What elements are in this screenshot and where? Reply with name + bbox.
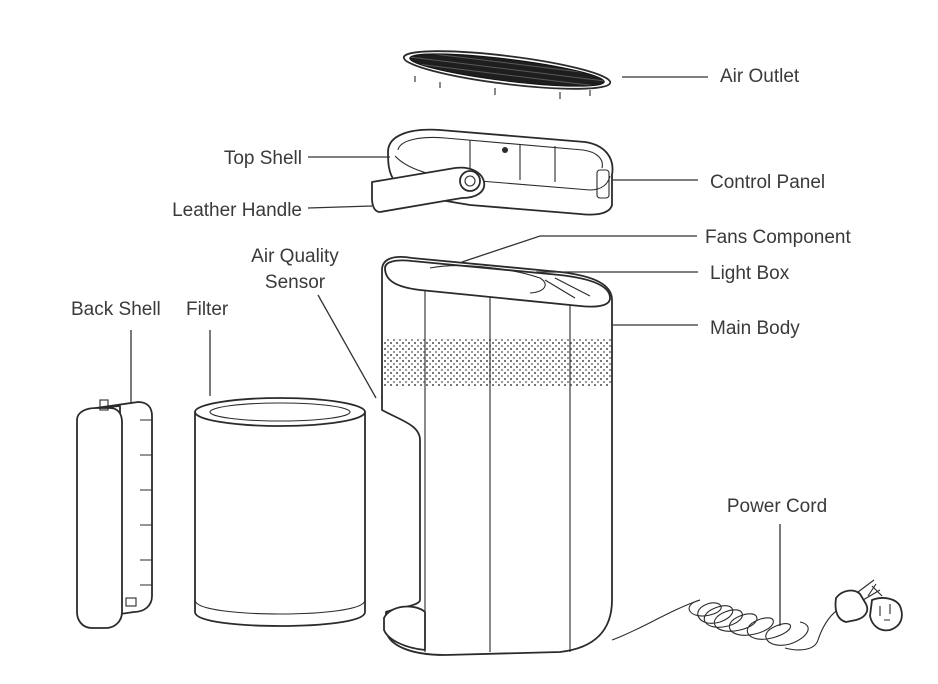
main-body-part: [381, 256, 613, 656]
label-filter: Filter: [186, 299, 229, 320]
label-back-shell: Back Shell: [71, 299, 161, 320]
label-air-quality-sensor-line2: Sensor: [265, 272, 326, 293]
label-control-panel: Control Panel: [710, 172, 825, 193]
leader-lines: [130, 76, 781, 626]
label-top-shell: Top Shell: [224, 148, 302, 169]
back-shell-part: [76, 399, 153, 629]
label-light-box: Light Box: [710, 263, 790, 284]
label-air-quality-sensor-line1: Air Quality: [251, 246, 339, 267]
power-cord-part: [611, 579, 903, 651]
label-main-body: Main Body: [710, 318, 800, 339]
label-power-cord: Power Cord: [727, 496, 827, 517]
filter-part: [194, 397, 366, 627]
label-air-outlet: Air Outlet: [720, 66, 800, 87]
air-outlet-part: [402, 50, 612, 99]
leather-handle-part: [371, 166, 486, 213]
label-leather-handle: Leather Handle: [172, 200, 302, 221]
label-fans-component: Fans Component: [705, 227, 851, 248]
